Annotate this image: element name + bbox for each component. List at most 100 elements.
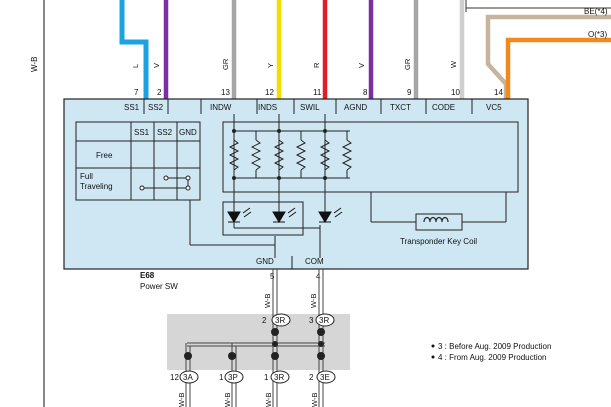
led-ray (334, 211, 343, 218)
led-box (222, 201, 304, 236)
switch-table-border (75, 121, 201, 201)
junction-bottom-badge (316, 370, 336, 384)
pin-name-code: CODE (432, 103, 455, 112)
resistor (250, 139, 262, 171)
junction-top-badge (271, 313, 291, 327)
bottom-wire-color: W-B (177, 393, 186, 407)
junction-bottom-code: 3P (228, 373, 238, 382)
junction-dot (232, 176, 236, 180)
coil-box (415, 213, 463, 231)
junction-bottom-code: 3R (274, 373, 284, 382)
pin-number-agnd: 8 (363, 88, 368, 97)
bottom-pin-name-com: COM (305, 257, 324, 266)
note-bullet (431, 355, 435, 359)
switch-table-row-free: Free (96, 151, 113, 160)
led-icon (272, 211, 286, 223)
pin-name-ss1: SS1 (124, 103, 140, 112)
switch-table-header-ss1: SS1 (134, 128, 150, 137)
junction-dot (323, 176, 327, 180)
resistor (341, 139, 353, 171)
left-ground-wire-label: W-B (30, 57, 39, 72)
coil-icon (423, 216, 449, 223)
pin-name-ss2: SS2 (148, 103, 164, 112)
pin-name-agnd: AGND (344, 103, 367, 112)
resistor (273, 139, 285, 171)
switch-table-header-gnd: GND (179, 128, 197, 137)
note-bullet (431, 344, 435, 348)
led-ray (287, 207, 296, 214)
junction-dot (323, 129, 327, 133)
pin-number-indw: 13 (221, 88, 230, 97)
led-ray (333, 207, 342, 214)
junction-bottom-badge (224, 370, 244, 384)
pin-name-swil: SWIL (300, 103, 320, 112)
bottom-wire-color: W-B (310, 393, 319, 407)
splice-point (228, 352, 236, 360)
splice-point (271, 352, 279, 360)
color-code-txct: GR (403, 58, 412, 70)
bottom-wire-color: W-B (264, 393, 273, 407)
led-ray (242, 207, 251, 214)
led-group (227, 207, 343, 223)
note-from-aug-2009: 4 : From Aug. 2009 Production (438, 353, 547, 362)
color-code-inds: Y (266, 63, 275, 68)
note-before-aug-2009: 3 : Before Aug. 2009 Production (438, 342, 551, 351)
color-code-code: W (449, 60, 458, 68)
switch-table-header-ss2: SS2 (157, 128, 173, 137)
color-code-indw: GR (221, 58, 230, 70)
top-pin-numbers: 7 2 13 12 11 8 9 10 14 (134, 88, 503, 97)
production-notes: 3 : Before Aug. 2009 Production 4 : From… (431, 342, 551, 362)
junction-top-badge (315, 313, 335, 327)
pin-number-swil: 11 (313, 88, 322, 97)
splice-point (317, 328, 325, 336)
pin-number-vc5: 14 (494, 88, 503, 97)
junction-dot (277, 129, 281, 133)
junction-bottom-number: 12 (170, 373, 179, 382)
color-code-ss2: V (152, 63, 161, 68)
top-wires (119, 0, 611, 100)
connector-box (63, 98, 529, 270)
wire-color-codes: L V GR Y R V GR W (131, 58, 458, 70)
pin-names: SS1 SS2 INDW INDS SWIL AGND TXCT CODE VC… (124, 103, 502, 112)
led-ray (288, 211, 297, 218)
color-code-swil: R (312, 62, 321, 68)
switch-table-row-full-traveling: Full Traveling (80, 172, 113, 191)
coil-label: Transponder Key Coil (400, 237, 477, 246)
connector-name: Power SW (140, 282, 178, 291)
switch-contact-dot (185, 185, 191, 191)
pin-name-inds: INDS (258, 103, 277, 112)
switch-contact-dot (185, 175, 191, 181)
splice-point (318, 341, 324, 347)
splice-point (271, 328, 279, 336)
ground-wire-color-com: W-B (309, 294, 318, 308)
color-code-agnd: V (357, 63, 366, 68)
junction-bottom-code: 3A (183, 373, 193, 382)
pin-name-vc5: VC5 (486, 103, 502, 112)
pin-name-row (143, 99, 473, 114)
wire-ss1 (119, 0, 149, 100)
junction-bottom-number: 1 (264, 373, 269, 382)
pin-number-code: 10 (451, 88, 460, 97)
pin-number-ss1: 7 (134, 88, 139, 97)
junction-bottom-badge (270, 370, 290, 384)
connector-code: E68 (140, 271, 155, 280)
bottom-pin-name-gnd: GND (256, 257, 274, 266)
resistor (228, 139, 240, 171)
switch-contact-dot (163, 175, 169, 181)
right-wire-label-be: BE(*4) (584, 7, 608, 16)
color-code-ss1: L (131, 64, 140, 68)
splice-point (184, 352, 192, 360)
splice-point (317, 352, 325, 360)
resistor (295, 139, 307, 171)
pin-number-txct: 9 (407, 88, 412, 97)
junction-top-number: 3 (309, 316, 314, 325)
led-icon (318, 211, 332, 223)
wire-o (505, 37, 611, 100)
junction-top-number: 2 (262, 316, 267, 325)
right-wire-label-o: O(*3) (588, 30, 607, 39)
switch-table (75, 121, 201, 201)
pin-name-txct: TXCT (390, 103, 411, 112)
junction-top-code: 3R (275, 316, 285, 325)
led-icon (227, 211, 241, 223)
splice-point (272, 341, 278, 347)
